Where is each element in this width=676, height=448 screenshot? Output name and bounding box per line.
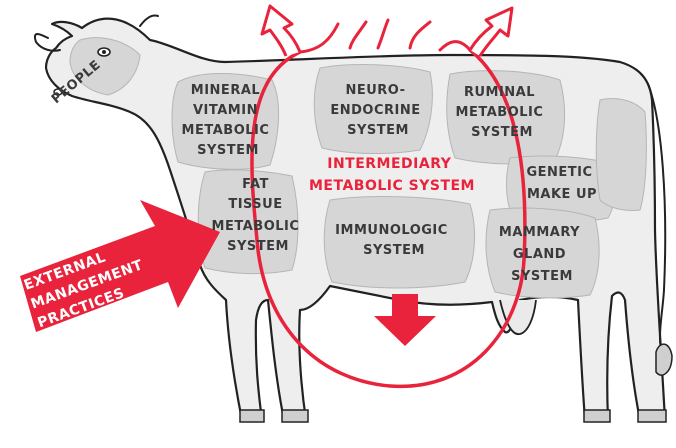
hoof-back-left	[584, 410, 610, 422]
patch-hind	[596, 99, 646, 211]
hoof-front-left	[240, 410, 264, 422]
arrow-up-left	[262, 6, 300, 56]
hoof-back-right	[638, 410, 666, 422]
cow-eye-pupil	[102, 50, 106, 54]
cow-tail-tuft	[656, 344, 672, 375]
arrow-up-right	[470, 8, 512, 56]
cow-body	[35, 15, 672, 422]
top-wave	[300, 20, 470, 52]
cow-horn	[140, 15, 158, 26]
hoof-front-right	[282, 410, 308, 422]
